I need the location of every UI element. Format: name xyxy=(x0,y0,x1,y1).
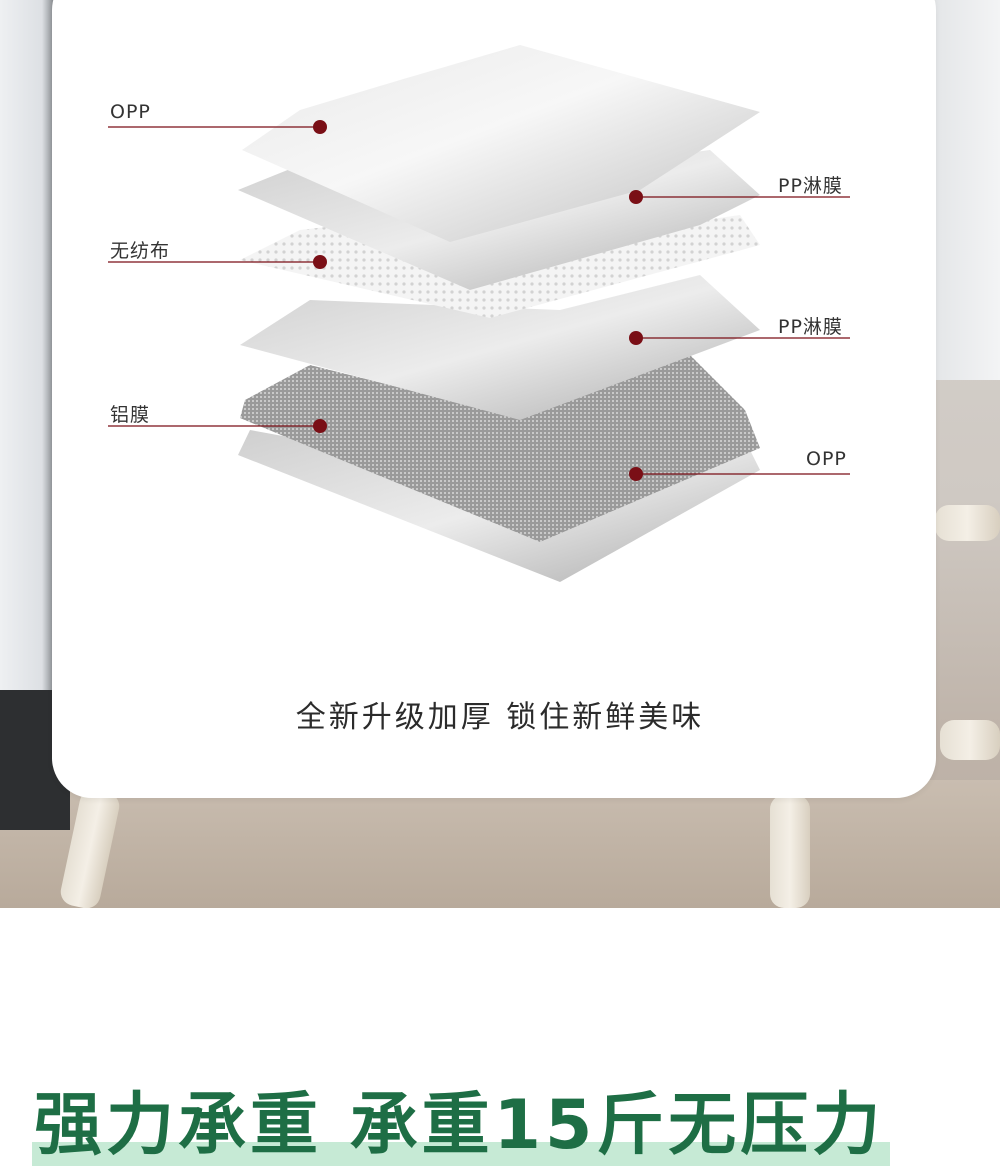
label-aluminium-film: 铝膜 xyxy=(110,404,151,426)
headline-highlight xyxy=(32,1142,890,1166)
marker-dot xyxy=(313,419,327,433)
marker-dot xyxy=(629,190,643,204)
stool-rail xyxy=(940,720,1000,760)
stool-leg xyxy=(770,795,810,908)
marker-dot xyxy=(629,467,643,481)
headline-text: 强力承重 承重15斤无压力 xyxy=(34,1086,885,1165)
marker-dot xyxy=(313,255,327,269)
headline-banner: 强力承重 承重15斤无压力 xyxy=(0,1086,1000,1166)
label-non-woven: 无纺布 xyxy=(110,240,171,262)
marker-dot xyxy=(629,331,643,345)
layer-aluminium xyxy=(240,355,760,542)
marker-dot xyxy=(313,120,327,134)
stool-rail xyxy=(935,505,1000,541)
label-opp-top: OPP xyxy=(110,101,151,123)
layer-diagram xyxy=(108,45,850,582)
card-caption: 全新升级加厚 锁住新鲜美味 xyxy=(295,700,705,735)
layer-opp-top xyxy=(242,45,760,242)
label-opp-bottom: OPP xyxy=(806,448,847,470)
right-wall xyxy=(935,0,1000,380)
floor xyxy=(0,780,1000,908)
label-pp-film-1: PP淋膜 xyxy=(778,175,843,197)
label-pp-film-2: PP淋膜 xyxy=(778,316,843,338)
layer-pp-film-2 xyxy=(240,275,760,420)
